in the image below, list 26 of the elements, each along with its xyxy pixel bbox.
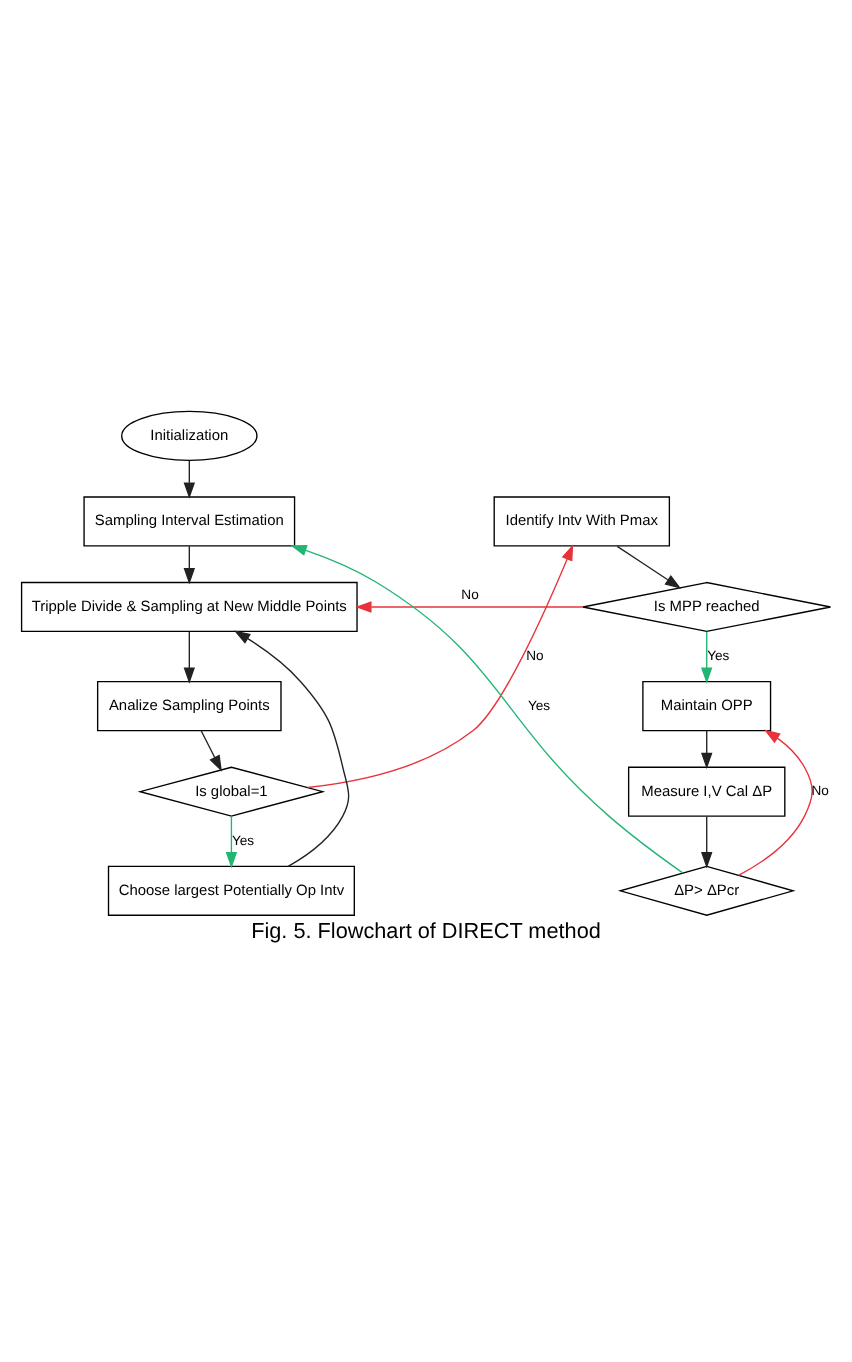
node-box: Identify Intv With Pmax [493, 496, 671, 547]
arrow [701, 730, 713, 770]
arrow [183, 545, 196, 585]
arrow [183, 460, 196, 499]
node-diamond: Is global=1 [137, 766, 326, 817]
arrow [225, 815, 238, 869]
arrow [701, 631, 713, 684]
node-diamond: ΔP> ΔPcr [617, 865, 796, 916]
node-box: Measure I,V Cal ΔP [627, 766, 786, 817]
arrow [183, 631, 196, 684]
arrow [355, 601, 584, 613]
node-diamond: Is MPP reached [582, 581, 832, 633]
node-box: Tripple Divide & Sampling at New Middle Points [20, 581, 358, 633]
arrow [234, 630, 350, 867]
node-box: Maintain OPP [642, 681, 772, 732]
arrow [737, 729, 813, 876]
arrow [616, 545, 682, 589]
node-box: Analize Sampling Points [96, 681, 282, 732]
node-box: Sampling Interval Estimation [83, 496, 296, 547]
arrow [701, 815, 713, 869]
arrow [200, 730, 222, 772]
node-box: Choose largest Potentially Op Intv [107, 865, 355, 916]
arrow [290, 545, 684, 874]
caption: Fig. 5. Flowchart of DIRECT method [251, 920, 601, 945]
node-ellipse: Initialization [121, 410, 258, 461]
arrow [307, 544, 574, 789]
